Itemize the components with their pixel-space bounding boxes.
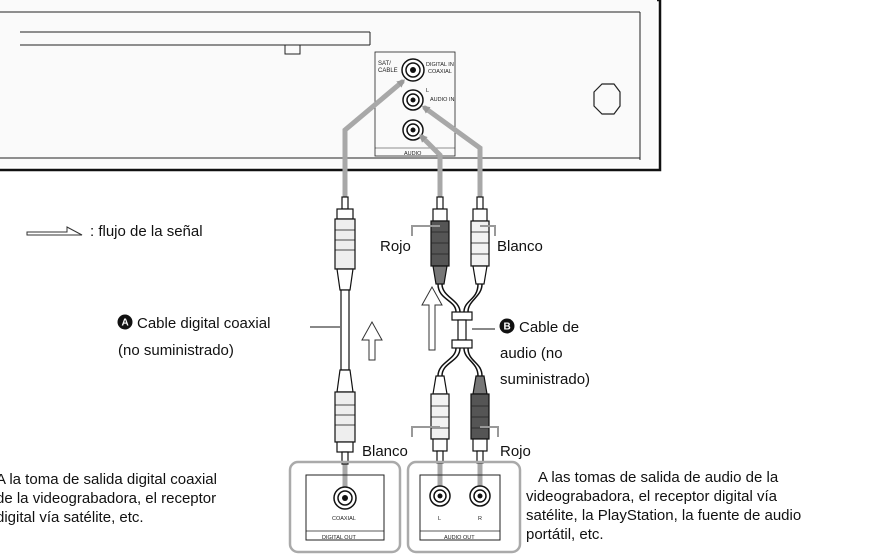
audio-source-desc-1: A las tomas de salida de audio de la: [538, 469, 779, 486]
coaxial-cable[interactable]: [334, 196, 356, 465]
digital-out-label: DIGITAL OUT: [322, 535, 357, 541]
device-body: [0, 0, 662, 172]
plug-label-rojo-bottom: Rojo: [500, 443, 531, 460]
audio-cable[interactable]: [430, 196, 490, 464]
audio-in-l-label: L: [426, 88, 429, 94]
plug-label-rojo-top: Rojo: [380, 238, 411, 255]
audio-out-r-label: R: [478, 516, 482, 522]
audio-out-l-jack[interactable]: [429, 485, 451, 507]
cable-b-label-3: suministrado): [500, 371, 590, 388]
device-jack-panel: SAT/ CABLE DIGITAL IN COAXIAL L AUDIO IN…: [374, 51, 456, 157]
audio-source-desc-3: satélite, la PlayStation, la fuente de a…: [526, 507, 801, 524]
rojo-top-bracket: [411, 225, 440, 236]
audio-out-r-jack[interactable]: [469, 485, 491, 507]
audio-label: AUDIO: [404, 151, 422, 157]
plug-label-blanco-top: Blanco: [497, 238, 543, 255]
audio-in-l-jack[interactable]: [402, 89, 424, 111]
digital-out-jack[interactable]: [333, 486, 357, 510]
svg-text:B: B: [504, 322, 511, 333]
audio-in-r-jack[interactable]: [402, 119, 424, 141]
cable-a-label-2: (no suministrado): [118, 342, 234, 359]
audio-in-label: AUDIO IN: [430, 97, 454, 103]
audio-l-signal-arrow: [421, 105, 483, 198]
audio-out-panel: L R AUDIO OUT: [406, 460, 522, 554]
sat-cable-label: SAT/: [378, 61, 391, 67]
cable-b-label-2: audio (no: [500, 345, 563, 362]
blanco-bottom-bracket: [411, 426, 440, 437]
audio-r-signal-arrow: [419, 134, 443, 198]
audio-source-desc-4: portátil, etc.: [526, 526, 604, 543]
sat-cable-label-2: CABLE: [378, 68, 398, 74]
signal-flow-legend: : flujo de la señal: [90, 223, 203, 240]
audio-flow-arrow: [421, 285, 443, 351]
audio-out-label: AUDIO OUT: [444, 535, 475, 541]
audio-source-desc-2: videograbadora, el receptor digital vía: [526, 488, 778, 505]
digital-out-panel: COAXIAL DIGITAL OUT: [288, 460, 402, 554]
cable-b-label: Cable de: [519, 319, 579, 336]
coaxial-jack-label: COAXIAL: [332, 516, 356, 522]
digital-source-desc-1: A la toma de salida digital coaxial: [0, 471, 217, 488]
coaxial-flow-arrow: [361, 320, 383, 361]
audio-out-l-label: L: [438, 516, 441, 522]
signal-flow-legend-arrow: [26, 226, 83, 236]
svg-text:A: A: [122, 318, 129, 329]
digital-in-jack[interactable]: [401, 58, 425, 82]
coaxial-label: COAXIAL: [428, 69, 452, 75]
coaxial-signal-arrow: [342, 79, 406, 198]
plug-label-blanco-bottom: Blanco: [362, 443, 408, 460]
cable-a-label: Cable digital coaxial: [137, 315, 270, 332]
cable-a-badge: A: [117, 314, 133, 330]
digital-source-desc-2: de la videograbadora, el receptor: [0, 490, 216, 507]
digital-in-label: DIGITAL IN: [426, 62, 454, 68]
cable-b-badge: B: [499, 318, 515, 334]
blanco-top-bracket: [480, 225, 496, 236]
digital-source-desc-3: digital vía satélite, etc.: [0, 509, 144, 526]
rojo-bottom-bracket: [480, 426, 499, 437]
